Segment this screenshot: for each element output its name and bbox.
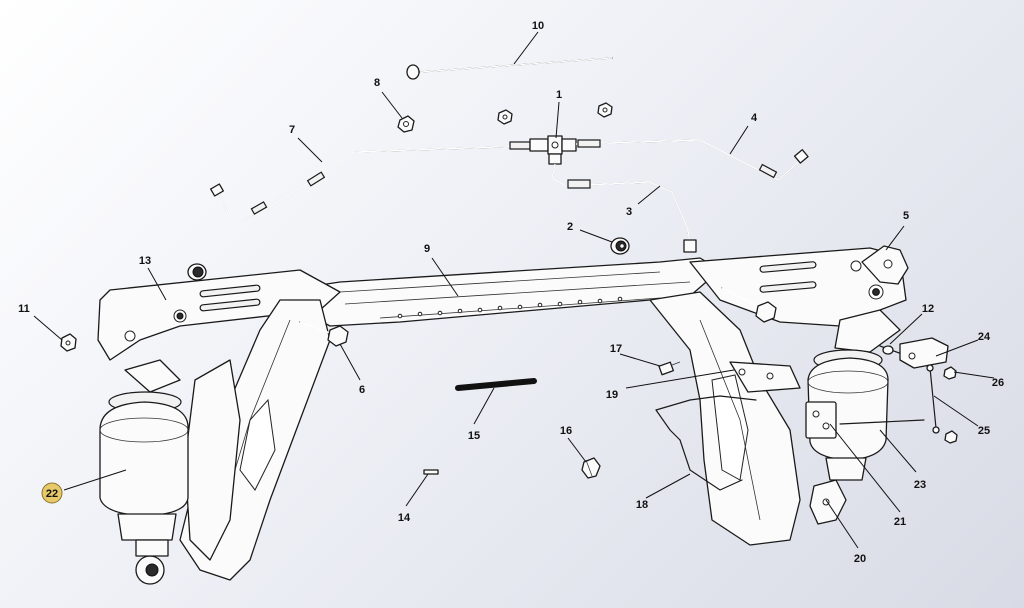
part-22-air-spring xyxy=(99,359,189,585)
callout-7: 7 xyxy=(289,124,295,136)
callout-10: 10 xyxy=(532,20,544,32)
callout-13: 13 xyxy=(139,255,151,267)
part-15-strip xyxy=(455,378,537,391)
part-18-hose xyxy=(655,395,757,491)
callout-22-highlight[interactable] xyxy=(41,482,63,504)
part-6-bolt xyxy=(299,321,349,347)
callout-24: 24 xyxy=(978,331,991,343)
part-26-nut xyxy=(943,366,958,444)
part-13-bushing xyxy=(187,263,207,281)
callout-2: 2 xyxy=(567,221,573,233)
callout-22[interactable]: 22 xyxy=(46,488,58,500)
part-4-brake-line xyxy=(575,139,809,181)
part-17-fitting xyxy=(658,361,681,376)
part-20-lower-bracket xyxy=(809,479,847,525)
part-24-level-valve xyxy=(899,337,949,369)
callout-6: 6 xyxy=(359,384,365,396)
callout-26: 26 xyxy=(992,377,1004,389)
callout-11: 11 xyxy=(18,303,30,315)
part-16-fitting xyxy=(581,457,601,479)
part-8-nut xyxy=(397,115,415,133)
small-nuts xyxy=(497,102,613,125)
part-7-brake-line xyxy=(210,141,531,223)
part-21-valve-block xyxy=(805,401,837,439)
callout-3: 3 xyxy=(626,206,632,218)
right-pivot-bolt xyxy=(721,287,777,323)
part-1-tee-fitting xyxy=(529,135,577,165)
callout-15: 15 xyxy=(468,430,480,442)
callout-8: 8 xyxy=(374,77,380,89)
callout-23: 23 xyxy=(914,479,926,491)
callout-19: 19 xyxy=(606,389,618,401)
callout-9: 9 xyxy=(424,243,430,255)
left-frame-rail xyxy=(97,269,341,361)
callout-14: 14 xyxy=(398,512,411,524)
beam-holes xyxy=(397,296,623,319)
part-12-link xyxy=(879,345,903,355)
callout-1: 1 xyxy=(556,89,562,101)
callout-12: 12 xyxy=(922,303,934,315)
callout-20: 20 xyxy=(854,553,866,565)
callout-4: 4 xyxy=(751,112,758,124)
callout-21: 21 xyxy=(894,516,906,528)
callout-25: 25 xyxy=(978,425,990,437)
part-2-bushing xyxy=(610,237,630,255)
callout-17: 17 xyxy=(610,343,622,355)
part-3-hose xyxy=(551,163,697,253)
part-5-bracket xyxy=(861,245,909,285)
leader-lines xyxy=(33,31,995,549)
part-11-nut xyxy=(60,333,77,352)
part-10-rod xyxy=(406,57,613,80)
callout-18: 18 xyxy=(636,499,648,511)
part-14-pin xyxy=(423,469,439,475)
callout-5: 5 xyxy=(903,210,909,222)
callout-labels: 1 2 3 4 5 6 7 8 9 10 11 12 13 14 15 16 1… xyxy=(18,20,1004,565)
part-25-link-rod xyxy=(926,364,940,434)
part-9-cross-beam xyxy=(299,257,721,327)
callout-16: 16 xyxy=(560,425,572,437)
part-19-bracket xyxy=(729,361,801,393)
part-23-air-spring xyxy=(807,309,925,481)
right-trailing-arm xyxy=(649,291,801,546)
